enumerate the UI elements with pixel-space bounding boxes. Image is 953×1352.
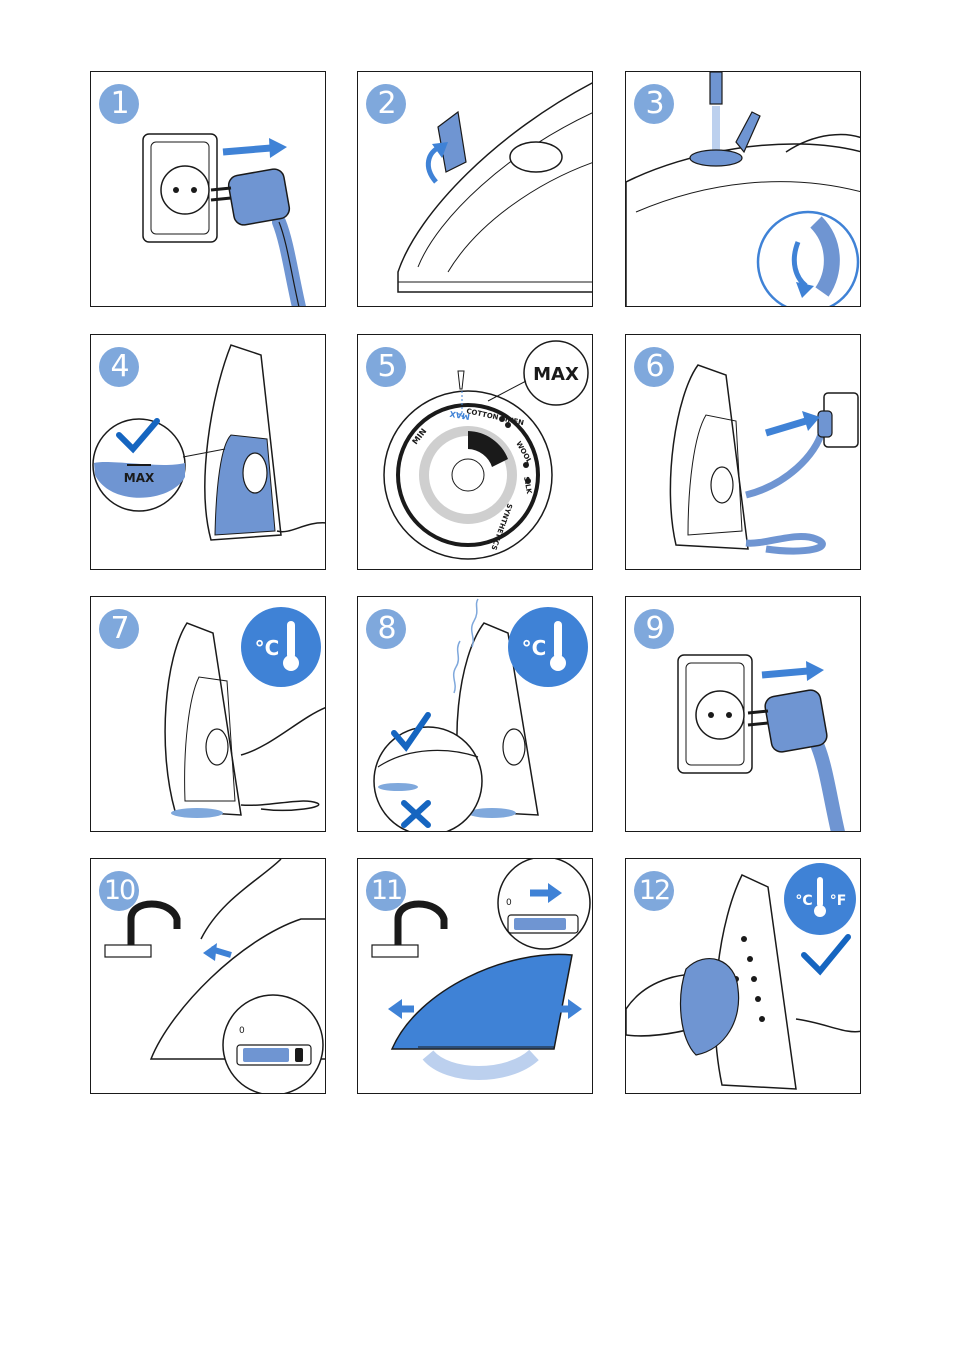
step-panel-6: 6: [625, 334, 861, 570]
step-number-4: 4: [99, 347, 139, 387]
temp-unit-label: °C: [522, 636, 547, 660]
max-label: MAX: [124, 471, 155, 485]
max-callout-label: MAX: [533, 364, 579, 385]
step-number-9: 9: [634, 609, 674, 649]
step-number-1: 1: [99, 84, 139, 124]
step-number-7: 7: [99, 609, 139, 649]
step-panel-9: 9: [625, 596, 861, 832]
step-number-8: 8: [366, 609, 406, 649]
step-panel-12: °C °F 12: [625, 858, 861, 1094]
step-number-12: 12: [634, 871, 674, 911]
step-number-11: 11: [366, 871, 406, 911]
step-panel-3: 3: [625, 71, 861, 307]
step-number-10: 10: [99, 871, 139, 911]
step-panel-4: MAX 4: [90, 334, 326, 570]
step-number-2: 2: [366, 84, 406, 124]
step-panel-7: °C 7: [90, 596, 326, 832]
step-panel-1: 1: [90, 71, 326, 307]
temp-c-label: °C: [795, 893, 812, 909]
temp-unit-label: °C: [255, 636, 280, 660]
step-panel-5: MIN COTTON LINEN WOOL SILK SYNTHETICS MA…: [357, 334, 593, 570]
step-number-3: 3: [634, 84, 674, 124]
slider-zero-label: 0: [239, 1026, 245, 1036]
step-number-6: 6: [634, 347, 674, 387]
step-panel-8: °C 8: [357, 596, 593, 832]
slider-zero-label: 0: [506, 898, 512, 908]
step-panel-10: 0 10: [90, 858, 326, 1094]
temp-f-label: °F: [830, 893, 847, 909]
step-panel-11: 0 11: [357, 858, 593, 1094]
step-number-5: 5: [366, 347, 406, 387]
step-panel-2: 2: [357, 71, 593, 307]
